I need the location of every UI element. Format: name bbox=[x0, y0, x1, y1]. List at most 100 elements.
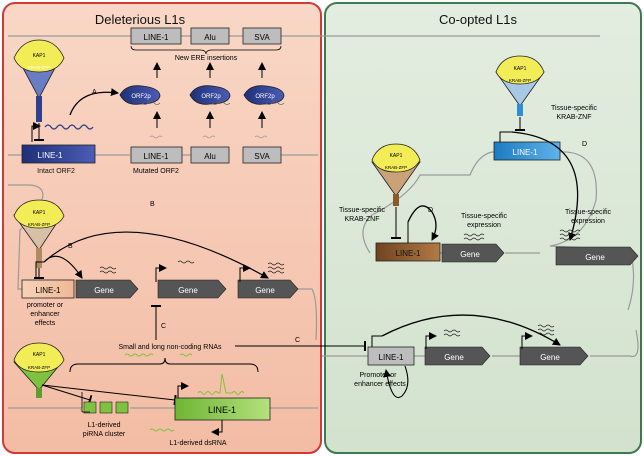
rna-waves bbox=[99, 260, 285, 274]
left-panel-title: Deleterious L1s bbox=[95, 12, 186, 27]
kap1-krab-complex-bottom: KAP1 KRAB-ZFP bbox=[13, 342, 65, 398]
svg-text:ORF2p: ORF2p bbox=[255, 94, 275, 100]
letter-c: C bbox=[161, 323, 166, 330]
dsrna-label: L1-derived dsRNA bbox=[169, 440, 227, 447]
letter-d: D bbox=[428, 207, 433, 214]
gene-box: Gene bbox=[237, 279, 299, 299]
tss-arrow bbox=[239, 264, 251, 282]
gene-box: Gene bbox=[441, 243, 505, 263]
dna-strands bbox=[8, 35, 639, 409]
svg-text:KRAB-ZFP: KRAB-ZFP bbox=[385, 165, 407, 170]
insertion-arrows bbox=[153, 62, 266, 128]
small-rnas-label: Small and long non-coding RNAs bbox=[118, 344, 222, 351]
tss-arrow-reverse bbox=[211, 420, 223, 436]
svg-text:KAP1: KAP1 bbox=[390, 153, 403, 159]
gene-box: Gene bbox=[424, 346, 491, 366]
brace bbox=[69, 357, 259, 373]
rna-waves bbox=[559, 229, 581, 241]
rna-waves-small bbox=[149, 135, 268, 139]
tissue-krab-label: Tissue-specific bbox=[551, 105, 598, 112]
rna-wave-green bbox=[124, 353, 154, 357]
kap1-shape bbox=[13, 39, 65, 73]
svg-text:KRAB-ZFP: KRAB-ZFP bbox=[28, 365, 50, 370]
mutated-line1-box bbox=[130, 146, 183, 164]
mutated-orf2-label: Mutated ORF2 bbox=[133, 168, 179, 175]
intact-orf2-label: Intact ORF2 bbox=[37, 168, 75, 175]
orf2p-protein: ORF2p bbox=[119, 85, 161, 105]
arrow-d bbox=[407, 205, 439, 241]
tss-arrow bbox=[177, 382, 189, 398]
svg-text:ORF2p: ORF2p bbox=[201, 94, 221, 100]
tss-arrow bbox=[155, 264, 167, 282]
line1-gray-box bbox=[367, 346, 415, 366]
pirna-label: L1-derived bbox=[87, 422, 120, 429]
right-panel bbox=[324, 2, 642, 454]
promoter-enhancer-label-left: promoter or bbox=[27, 302, 64, 309]
svg-text:Gene: Gene bbox=[540, 353, 560, 362]
orf2p-protein: ORF2p bbox=[243, 85, 285, 105]
kap1-krab-complex-middle: KAP1 KRAB-ZFP bbox=[13, 199, 65, 268]
line1-blue-label: LINE-1 bbox=[513, 148, 538, 157]
tissue-expr-label: Tissue-specific bbox=[565, 209, 612, 216]
svg-text:Gene: Gene bbox=[255, 286, 275, 295]
mutated-alu-label: Alu bbox=[204, 152, 216, 161]
line1-intact-label: LINE-1 bbox=[38, 151, 63, 160]
tissue-expr-label: expression bbox=[467, 222, 501, 229]
svg-text:KAP1: KAP1 bbox=[514, 66, 527, 72]
pirna-cluster bbox=[83, 401, 129, 414]
kap1-krab-complex-right-top: KAP1 KRAB-ZFP bbox=[495, 55, 545, 116]
tss-arrow bbox=[425, 332, 437, 349]
line1-gray-label: LINE-1 bbox=[379, 353, 404, 362]
promoter-enhancer-label-right: enhancer effects bbox=[354, 381, 406, 388]
mutated-sva-label: SVA bbox=[254, 152, 270, 161]
tss-arrow bbox=[371, 335, 382, 347]
letter-b: B bbox=[150, 201, 155, 208]
kap1-krab-complex-top: KAP1 KRAB-ZFP bbox=[13, 39, 65, 122]
rna-wave-green bbox=[79, 408, 93, 412]
pirna-label: piRNA cluster bbox=[83, 431, 126, 438]
svg-text:Gene: Gene bbox=[460, 250, 480, 259]
mutated-alu-box bbox=[190, 146, 230, 164]
svg-text:KRAB-ZFP: KRAB-ZFP bbox=[509, 78, 531, 83]
orf2p-proteins: ORF2p ORF2p ORF2p bbox=[119, 85, 285, 105]
rna-waves bbox=[443, 324, 555, 337]
svg-text:KAP1: KAP1 bbox=[33, 210, 46, 216]
line1-blue-box bbox=[493, 141, 561, 161]
kap1-krab-complex-right-mid: KAP1 KRAB-ZFP bbox=[371, 143, 421, 206]
arrow-a bbox=[69, 88, 119, 116]
kap1-label: KAP1 bbox=[33, 53, 46, 59]
right-panel-title: Co-opted L1s bbox=[439, 12, 518, 27]
svg-text:KAP1: KAP1 bbox=[33, 352, 46, 358]
gene-box: Gene bbox=[519, 346, 589, 366]
tss-arrow bbox=[499, 131, 512, 142]
rna-wave-green bbox=[197, 373, 245, 395]
letter-a: A bbox=[92, 89, 97, 96]
arrow-d bbox=[511, 131, 579, 241]
promoter-enhancer-label-right: Promoter or bbox=[360, 372, 398, 379]
letter-b: B bbox=[68, 243, 73, 250]
arrow-loop bbox=[383, 365, 409, 398]
new-line1-label: LINE-1 bbox=[144, 33, 169, 42]
line1-peach-label: LINE-1 bbox=[36, 286, 61, 295]
promoter-enhancer-label-left: effects bbox=[35, 320, 56, 327]
svg-text:Gene: Gene bbox=[178, 286, 198, 295]
new-ere-label: New ERE insertions bbox=[175, 55, 238, 62]
krab-zfp-label: KRAB-ZFP bbox=[28, 65, 50, 70]
line1-green-label: LINE-1 bbox=[208, 405, 236, 415]
orf2p-protein: ORF2p bbox=[189, 85, 231, 105]
letter-c: C bbox=[295, 337, 300, 344]
tss-arrow bbox=[31, 122, 41, 142]
line1-peach-box bbox=[21, 279, 75, 299]
promoter-enhancer-label-left: enhancer bbox=[30, 311, 60, 318]
new-sva-label: SVA bbox=[254, 33, 270, 42]
mutated-sva-box bbox=[242, 146, 282, 164]
line1-brown-label: LINE-1 bbox=[396, 249, 421, 258]
new-line1-box bbox=[130, 27, 182, 45]
gene-box: Gene bbox=[75, 279, 139, 299]
mutated-line1-label: LINE-1 bbox=[144, 152, 169, 161]
gene-box: Gene bbox=[555, 246, 639, 266]
tissue-expr-label: Tissue-specific bbox=[461, 213, 508, 220]
new-alu-label: Alu bbox=[204, 33, 216, 42]
